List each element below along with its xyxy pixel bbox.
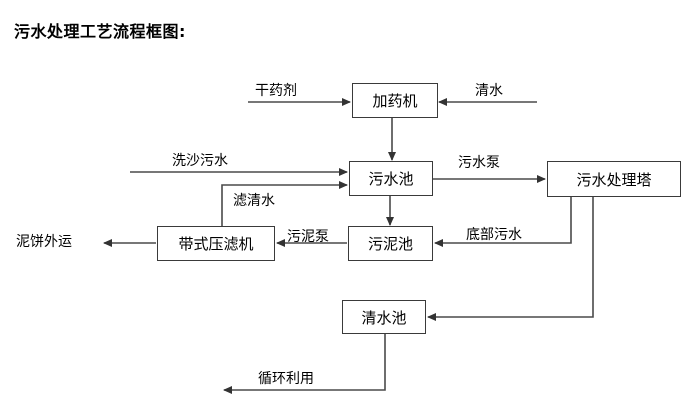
edge-label-clean-water-in: 清水	[475, 83, 503, 99]
edge-label-mud-cake-outbound: 泥饼外运	[16, 234, 72, 250]
node-sewage-treatment-tower[interactable]: 污水处理塔	[547, 161, 681, 197]
edge-label-recycling-reuse: 循环利用	[258, 371, 314, 387]
edge-bottom-sewage-to-sludge-pool	[434, 197, 572, 247]
edge-label-bottom-sewage: 底部污水	[466, 227, 522, 243]
edge-treatment-tower-to-clean-water-pool	[427, 197, 594, 321]
edge-label-filtered-clear-water: 滤清水	[233, 193, 275, 209]
node-label-belt-filter-press: 带式压滤机	[178, 235, 254, 253]
node-sludge-pool[interactable]: 污泥池	[348, 226, 433, 261]
page-title: 污水处理工艺流程框图:	[14, 22, 186, 41]
node-dosing-machine[interactable]: 加药机	[352, 83, 438, 118]
edge-filtered-clear-water-to-sewage-pool	[221, 181, 348, 227]
node-label-clean-water-pool: 清水池	[361, 308, 407, 327]
edge-label-dry-reagent: 干药剂	[255, 83, 297, 99]
edge-label-sewage-pump: 污水泵	[458, 155, 500, 171]
node-belt-filter-press[interactable]: 带式压滤机	[157, 226, 275, 261]
node-label-dosing-machine: 加药机	[372, 92, 418, 110]
edge-clean-water-pool-to-recycling-reuse	[223, 333, 386, 394]
node-sewage-pool[interactable]: 污水池	[349, 161, 433, 196]
node-clean-water-pool[interactable]: 清水池	[342, 300, 426, 334]
node-label-sludge-pool: 污泥池	[367, 235, 413, 253]
edge-label-sand-washing-sewage: 洗沙污水	[172, 153, 228, 169]
edge-label-sludge-pump: 污泥泵	[287, 229, 329, 245]
node-label-sewage-treatment-tower: 污水处理塔	[576, 170, 652, 189]
node-label-sewage-pool: 污水池	[368, 170, 414, 188]
